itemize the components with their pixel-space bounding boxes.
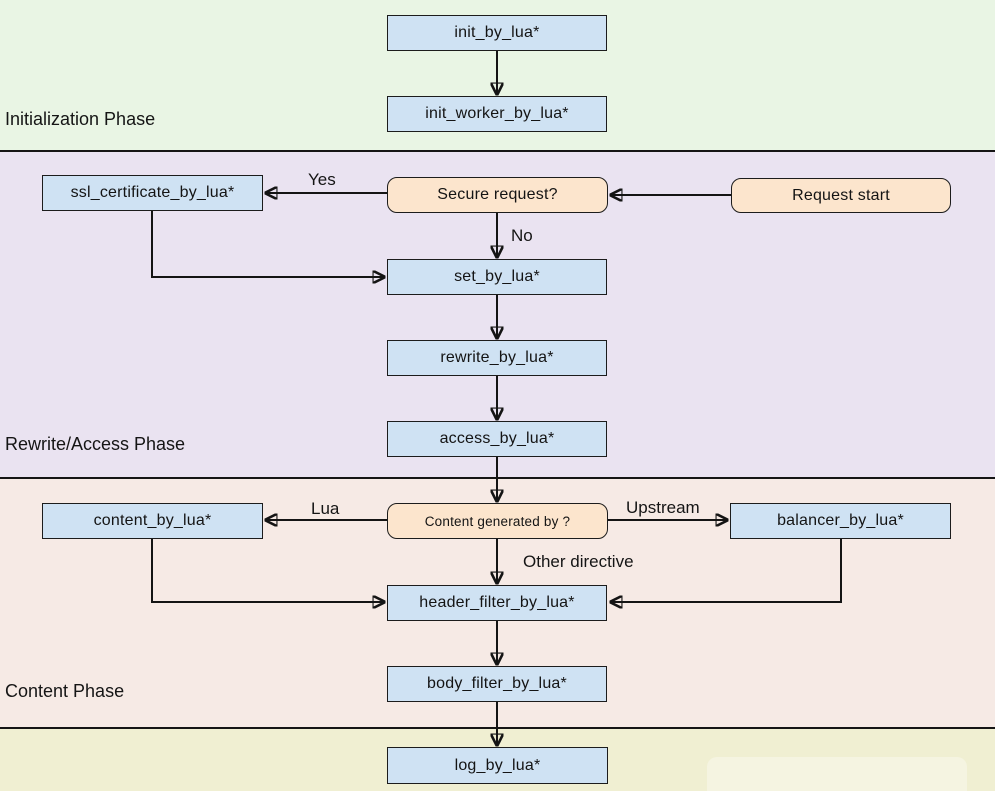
node-balancer-by-lua: balancer_by_lua* [730, 503, 951, 539]
edge-balancer-to-header-filter [611, 539, 842, 602]
edge-ssl-to-set [151, 211, 384, 277]
node-secure-request: Secure request? [387, 177, 608, 213]
node-rewrite-by-lua: rewrite_by_lua* [387, 340, 607, 376]
node-set-by-lua: set_by_lua* [387, 259, 607, 295]
phase-label-initialization: Initialization Phase [5, 109, 156, 129]
node-init-by-lua: init_by_lua* [387, 15, 607, 51]
phase-label-content: Content Phase [5, 681, 125, 701]
node-body-filter-by-lua: body_filter_by_lua* [387, 666, 607, 702]
edge-label-lua: Lua [311, 499, 340, 518]
node-ssl-certificate-by-lua: ssl_certificate_by_lua* [42, 175, 263, 211]
node-request-start: Request start [731, 178, 951, 213]
edge-label-no: No [511, 226, 533, 245]
node-content-by-lua: content_by_lua* [42, 503, 263, 539]
node-log-by-lua: log_by_lua* [387, 747, 608, 784]
edge-label-yes: Yes [308, 170, 336, 189]
node-access-by-lua: access_by_lua* [387, 421, 607, 457]
edge-label-other-directive: Other directive [523, 552, 634, 571]
node-content-generated-by: Content generated by ? [387, 503, 608, 539]
edge-content-to-header-filter [151, 539, 384, 602]
node-header-filter-by-lua: header_filter_by_lua* [387, 585, 607, 621]
edge-label-upstream: Upstream [626, 498, 700, 517]
node-init-worker-by-lua: init_worker_by_lua* [387, 96, 607, 132]
phase-label-rewrite-access: Rewrite/Access Phase [5, 434, 186, 454]
